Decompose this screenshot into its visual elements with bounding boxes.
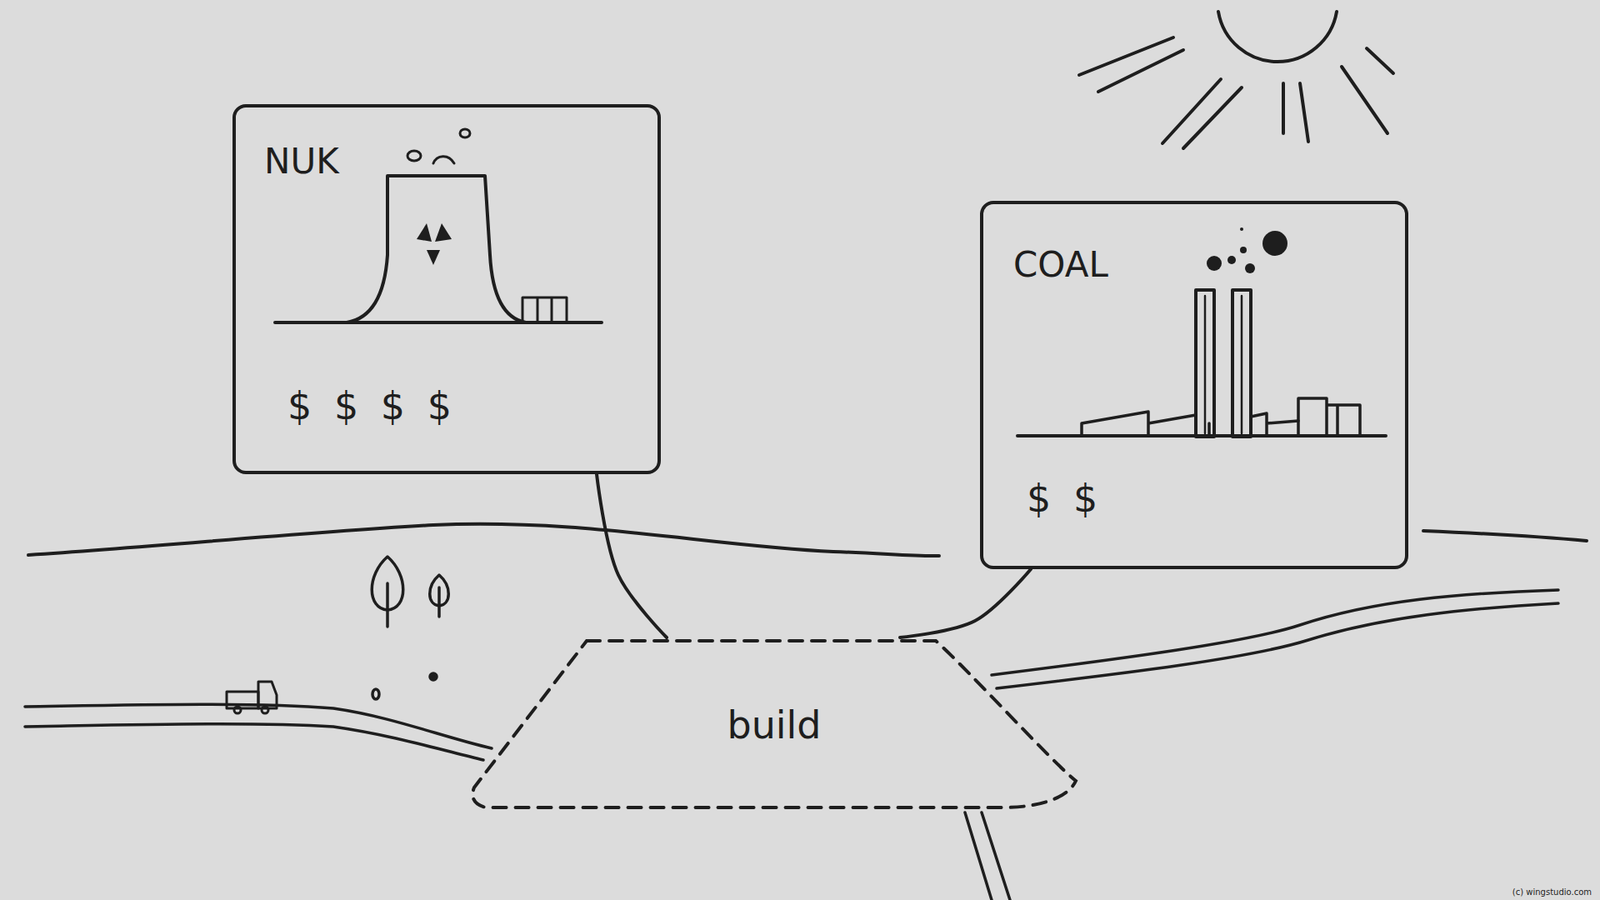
tree (371, 556, 449, 700)
truck (226, 681, 277, 714)
dashed-outline (472, 640, 1076, 808)
radiation-symbol (416, 223, 452, 265)
smoke (1206, 227, 1288, 274)
site-label: build (726, 705, 821, 745)
option-title: NUK (264, 144, 340, 180)
cost-rating: $ $ (1026, 479, 1103, 518)
sun (1079, 11, 1394, 149)
leader-line (900, 569, 1031, 638)
leader-line (596, 474, 667, 638)
horizon-line (28, 524, 940, 556)
option-title: COAL (1013, 247, 1109, 283)
option-box: NUK $ $ $ $ (232, 104, 661, 475)
site-area: build (469, 637, 1080, 811)
road (25, 590, 1559, 900)
watermark: (c) wingstudio.com (1512, 887, 1592, 897)
cost-rating: $ $ $ $ (287, 386, 457, 425)
option-box: COAL $ $ (980, 200, 1409, 570)
horizon-line (1423, 530, 1587, 541)
